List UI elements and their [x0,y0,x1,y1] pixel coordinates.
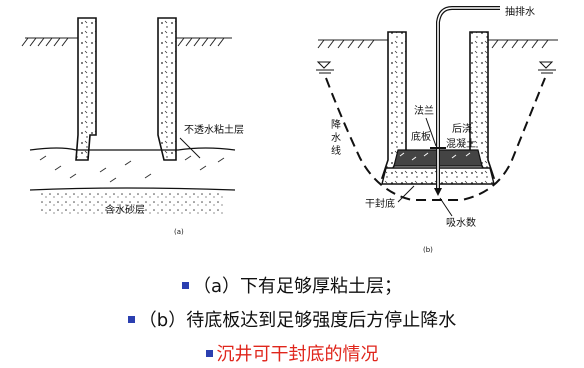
ground-surface-left [21,37,78,47]
dewatering-label-3: 线 [331,144,341,157]
caisson-wall-left [75,17,97,161]
dewatering-label-1: 降 [331,118,341,131]
figure-b: 抽排水 法兰 后浇 混凝土 底板 降 水 线 干封底 吸水数 (b) [316,5,558,254]
dry-seal-label: 干封底 [365,197,395,210]
clay-leader [179,137,201,159]
clay-layer-label: 不透水粘土层 [184,123,244,136]
bullet-icon [181,281,189,289]
concrete-label: 混凝土 [446,137,476,150]
flange-label: 法兰 [414,104,434,117]
caisson-diagram: 不透水粘土层 含水砂层 (a) [21,5,558,254]
ground-surface-right [176,37,232,47]
caisson-wall-right [157,17,177,161]
caption-b: （b）待底板达到足够强度后方停止降水 [0,306,584,332]
sand-layer-label: 含水砂层 [105,203,145,216]
dewatering-line [325,77,546,201]
clay-layer [29,147,236,151]
clay-hatch [39,155,225,183]
figure-b-label: (b) [423,246,433,254]
suction-pit-label: 吸水数 [446,216,476,229]
back-pour-label: 后浇 [452,122,472,135]
figure-a-label: (a) [174,228,184,236]
bottom-slab-label: 底板 [411,130,431,143]
water-level-left [316,61,334,74]
dewatering-label-2: 水 [331,132,341,144]
clay-layer-bottom [29,187,236,191]
ground-surface-b-left [317,39,388,49]
ground-surface-b-right [488,39,558,49]
pump-water-label: 抽排水 [505,5,535,18]
caption-title: 沉井可干封底的情况 [0,340,584,366]
caption-a: （a）下有足够厚粘土层； [0,272,584,298]
suction-tip [434,188,442,196]
sand-layer [40,192,225,217]
bullet-icon [205,349,213,357]
figure-a: 不透水粘土层 含水砂层 (a) [21,17,244,236]
bullet-icon [127,315,135,323]
water-level-right [538,61,556,74]
